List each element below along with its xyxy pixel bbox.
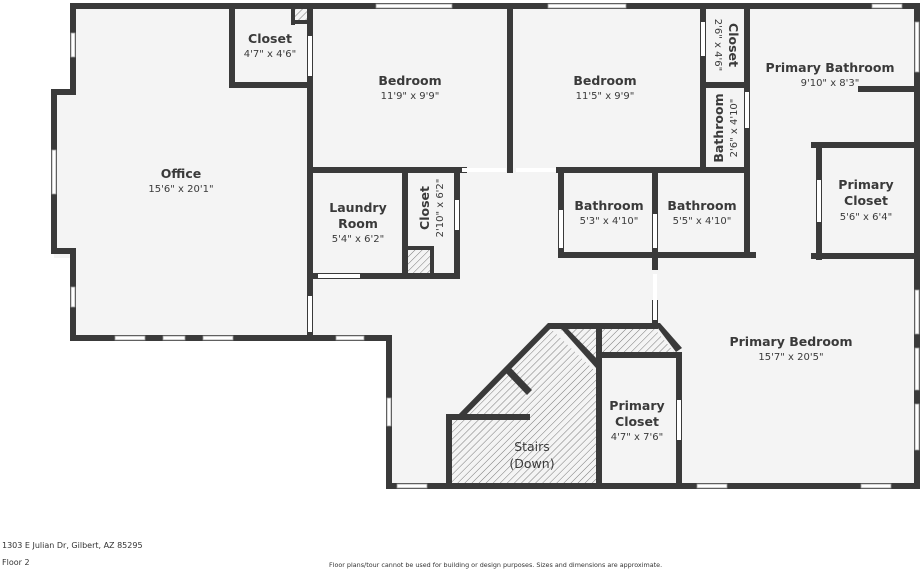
svg-text:Bedroom: Bedroom bbox=[378, 73, 441, 88]
svg-text:Closet: Closet bbox=[417, 186, 432, 230]
door-openings bbox=[308, 22, 821, 440]
svg-text:Primary: Primary bbox=[838, 177, 893, 192]
svg-text:Closet: Closet bbox=[615, 414, 659, 429]
svg-text:4'7" x 7'6": 4'7" x 7'6" bbox=[611, 432, 663, 443]
room-closet-1: Closet 4'7" x 4'6" bbox=[244, 31, 296, 60]
room-laundry: Laundry Room 5'4" x 6'2" bbox=[329, 200, 386, 245]
svg-text:Bathroom: Bathroom bbox=[667, 198, 736, 213]
svg-text:Bedroom: Bedroom bbox=[573, 73, 636, 88]
svg-text:Closet: Closet bbox=[726, 23, 741, 67]
svg-text:4'7" x 4'6": 4'7" x 4'6" bbox=[244, 49, 296, 60]
svg-text:5'6" x 6'4": 5'6" x 6'4" bbox=[840, 212, 892, 223]
closet-1-hatch bbox=[295, 8, 307, 21]
room-primary-bedroom: Primary Bedroom 15'7" x 20'5" bbox=[729, 334, 852, 363]
room-primary-bathroom: Primary Bathroom 9'10" x 8'3" bbox=[766, 60, 895, 89]
svg-text:Primary Bedroom: Primary Bedroom bbox=[729, 334, 852, 349]
room-primary-closet-1: Primary Closet 5'6" x 6'4" bbox=[838, 177, 893, 223]
room-primary-closet-2: Primary Closet 4'7" x 7'6" bbox=[609, 398, 664, 443]
stairs-landing-hatch bbox=[465, 375, 530, 416]
windows bbox=[51, 3, 920, 489]
svg-text:(Down): (Down) bbox=[509, 456, 554, 471]
room-bathroom-2: Bathroom 5'5" x 4'10" bbox=[667, 198, 736, 227]
svg-text:Bathroom: Bathroom bbox=[574, 198, 643, 213]
property-address: 1303 E Julian Dr, Gilbert, AZ 85295 bbox=[2, 541, 143, 550]
svg-text:Laundry: Laundry bbox=[329, 200, 386, 215]
closet-3-hatch bbox=[408, 250, 430, 273]
svg-text:Closet: Closet bbox=[248, 31, 292, 46]
svg-text:15'7" x 20'5": 15'7" x 20'5" bbox=[758, 352, 823, 363]
room-office: Office 15'6" x 20'1" bbox=[148, 166, 213, 195]
stairs-upper-hatch-right bbox=[600, 328, 674, 352]
svg-text:Office: Office bbox=[161, 166, 201, 181]
svg-text:Primary: Primary bbox=[609, 398, 664, 413]
svg-text:5'4" x 6'2": 5'4" x 6'2" bbox=[332, 234, 384, 245]
svg-text:Bathroom: Bathroom bbox=[711, 93, 726, 162]
svg-text:9'10" x 8'3": 9'10" x 8'3" bbox=[801, 78, 860, 89]
room-stairs: Stairs (Down) bbox=[509, 439, 554, 471]
floor-label: Floor 2 bbox=[2, 558, 30, 567]
svg-text:2'6" x 4'10": 2'6" x 4'10" bbox=[729, 99, 740, 158]
svg-text:5'3" x 4'10": 5'3" x 4'10" bbox=[580, 216, 639, 227]
room-closet-3: Closet 2'10" x 6'2" bbox=[417, 179, 446, 238]
svg-text:11'5" x 9'9": 11'5" x 9'9" bbox=[576, 91, 635, 102]
svg-text:5'5" x 4'10": 5'5" x 4'10" bbox=[673, 216, 732, 227]
room-closet-2: Closet 2'6" x 4'6" bbox=[712, 19, 741, 71]
svg-text:2'10" x 6'2": 2'10" x 6'2" bbox=[435, 179, 446, 238]
svg-text:Primary Bathroom: Primary Bathroom bbox=[766, 60, 895, 75]
room-bathroom-1: Bathroom 5'3" x 4'10" bbox=[574, 198, 643, 227]
svg-text:2'6" x 4'6": 2'6" x 4'6" bbox=[712, 19, 723, 71]
svg-text:15'6" x 20'1": 15'6" x 20'1" bbox=[148, 184, 213, 195]
disclaimer: Floor plans/tour cannot be used for buil… bbox=[329, 561, 663, 569]
svg-text:Stairs: Stairs bbox=[514, 439, 550, 454]
room-labels: Office 15'6" x 20'1" Closet 4'7" x 4'6" … bbox=[148, 19, 894, 471]
room-bedroom-2: Bedroom 11'5" x 9'9" bbox=[573, 73, 636, 102]
room-bathroom-small: Bathroom 2'6" x 4'10" bbox=[711, 93, 740, 162]
svg-text:Closet: Closet bbox=[844, 193, 888, 208]
room-bedroom-1: Bedroom 11'9" x 9'9" bbox=[378, 73, 441, 102]
svg-text:11'9" x 9'9": 11'9" x 9'9" bbox=[381, 91, 440, 102]
svg-text:Room: Room bbox=[338, 216, 378, 231]
